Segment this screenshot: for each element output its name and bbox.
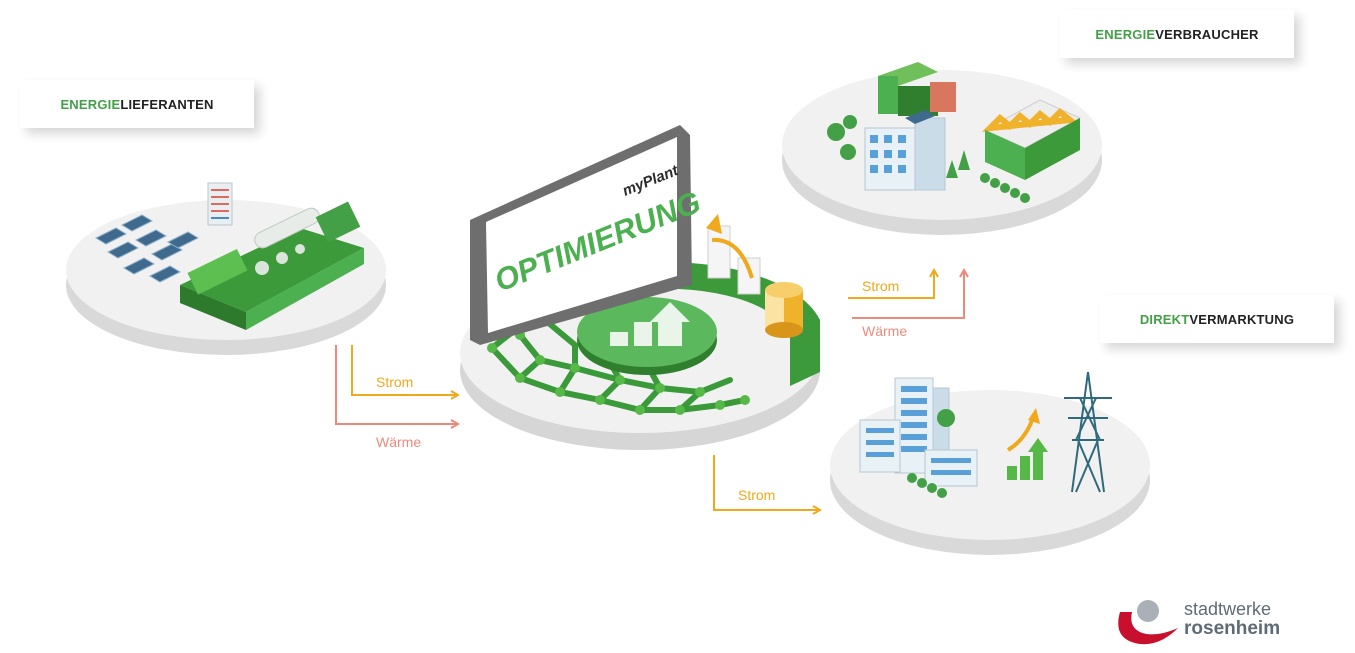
logo-line-2: rosenheim <box>1184 618 1281 639</box>
office-buildings-icon <box>859 377 978 487</box>
callout-suffix: VERBRAUCHER <box>1155 26 1259 42</box>
flow-label-left-waerme: Wärme <box>376 434 422 450</box>
flow-label-bottom-strom: Strom <box>738 487 776 503</box>
logo-mark <box>1118 600 1178 645</box>
callout-prefix: ENERGIE <box>60 96 121 112</box>
flow-label-right-strom: Strom <box>862 278 900 294</box>
callout-tail <box>1100 342 1124 366</box>
stadtwerke-logo: stadtwerke rosenheim <box>1108 596 1308 646</box>
solar-panels-icon <box>94 214 200 283</box>
bar-blocks-icon <box>706 214 761 295</box>
growth-disc <box>577 297 717 375</box>
callout-prefix: DIREKT <box>1139 311 1190 327</box>
callout-suffix: VERMARKTUNG <box>1189 311 1295 327</box>
bushes-icon <box>907 409 955 498</box>
supplier-platform <box>66 182 386 355</box>
logo-line-1: stadtwerke <box>1184 599 1272 619</box>
buildings-icon <box>864 62 956 191</box>
marketing-platform <box>830 371 1150 555</box>
callout-suffix: LIEFERANTEN <box>120 96 214 112</box>
flow-label-left-strom: Strom <box>376 374 414 390</box>
callout-tail <box>230 132 256 154</box>
logo-text: stadtwerke rosenheim <box>1184 599 1281 639</box>
network-nodes <box>487 315 750 415</box>
heat-tower-icon <box>207 182 233 226</box>
growth-chart-icon <box>1006 408 1048 480</box>
chp-engine-icon <box>180 201 364 330</box>
center-platform <box>460 125 820 450</box>
callout-tail <box>1061 58 1085 84</box>
storage-tank-icon <box>765 282 803 338</box>
callout-prefix: ENERGIE <box>1095 26 1156 42</box>
flow-label-right-waerme: Wärme <box>862 323 908 339</box>
flow-arrows <box>335 270 964 510</box>
power-pylon-icon <box>1064 371 1112 493</box>
consumer-platform <box>782 62 1102 235</box>
trees-icon <box>827 115 1030 203</box>
optimization-screen <box>470 125 692 345</box>
factory-icon <box>981 99 1082 180</box>
